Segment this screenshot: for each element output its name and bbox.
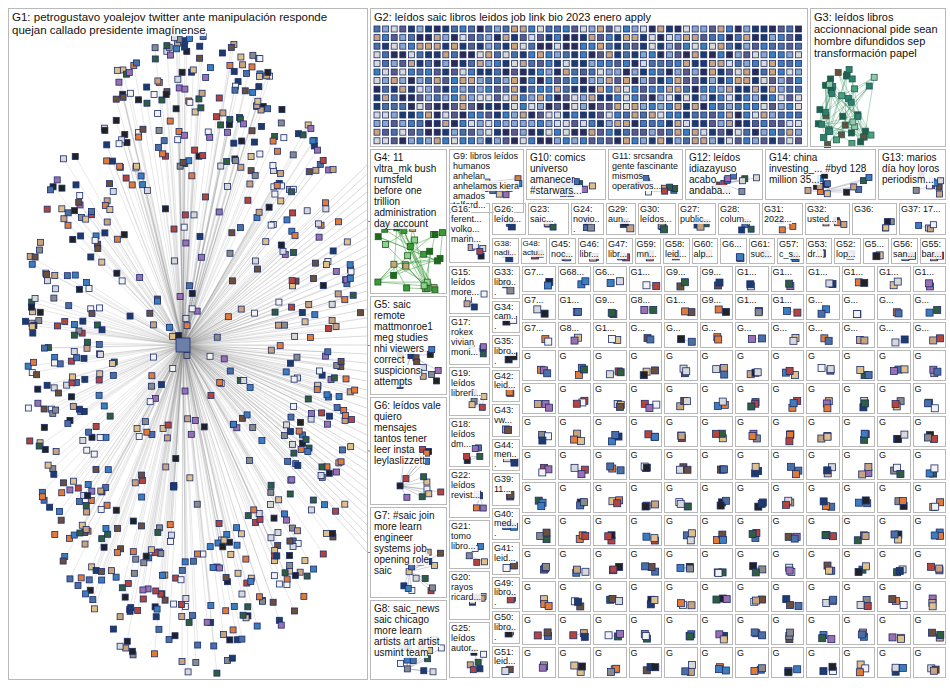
graph-canvas: G1: petrogustavo yoalejov twitter ante m… bbox=[0, 0, 950, 688]
